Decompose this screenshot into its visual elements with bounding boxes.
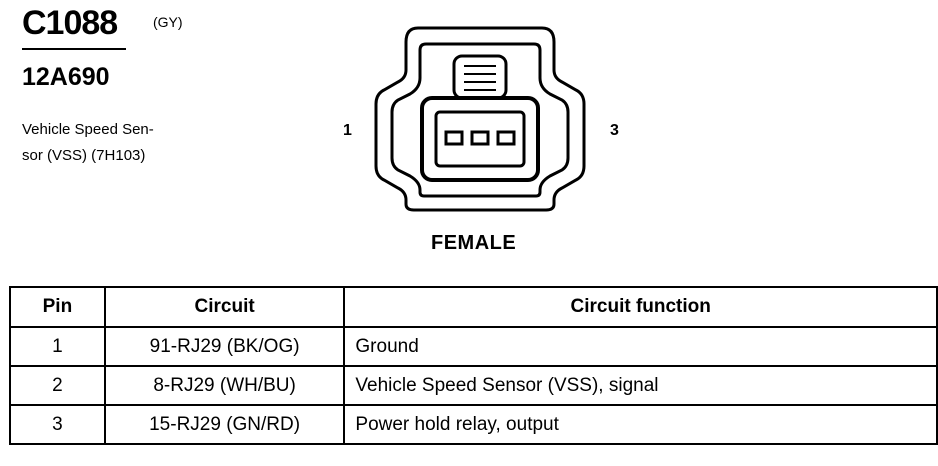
cell-pin: 1 bbox=[9, 326, 106, 367]
cell-circuit: 91-RJ29 (BK/OG) bbox=[103, 326, 346, 367]
connector-housing-outer bbox=[374, 26, 586, 212]
pin-3-terminal bbox=[496, 130, 516, 146]
pinout-table: Pin Circuit Circuit function 1 91-RJ29 (… bbox=[9, 286, 938, 445]
cell-pin: 3 bbox=[9, 404, 106, 445]
connector-housing-inner bbox=[390, 42, 570, 198]
terminal-cavity-inner bbox=[434, 110, 526, 168]
terminal-cavity-outer bbox=[420, 96, 540, 182]
connector-gender-label: FEMALE bbox=[431, 232, 517, 254]
pin-label-right: 3 bbox=[610, 122, 619, 139]
connector-latch bbox=[452, 54, 508, 100]
pin-1-terminal bbox=[444, 130, 464, 146]
part-number: 12A690 bbox=[22, 63, 110, 91]
connector-color-code: (GY) bbox=[153, 14, 183, 30]
table-row: 1 91-RJ29 (BK/OG) Ground bbox=[9, 326, 938, 367]
pin-2-terminal bbox=[470, 130, 490, 146]
header-circuit: Circuit bbox=[103, 286, 346, 328]
header-circuit-function: Circuit function bbox=[343, 286, 938, 328]
connector-id: C1088 bbox=[22, 4, 118, 42]
header-pin: Pin bbox=[9, 286, 106, 328]
pin-label-left: 1 bbox=[343, 122, 352, 139]
cell-function: Vehicle Speed Sensor (VSS), signal bbox=[343, 365, 938, 406]
table-row: 2 8-RJ29 (WH/BU) Vehicle Speed Sensor (V… bbox=[9, 365, 938, 406]
cell-circuit: 8-RJ29 (WH/BU) bbox=[103, 365, 346, 406]
table-row: 3 15-RJ29 (GN/RD) Power hold relay, outp… bbox=[9, 404, 938, 445]
title-underline bbox=[22, 48, 126, 50]
table-header-row: Pin Circuit Circuit function bbox=[9, 286, 938, 328]
cell-pin: 2 bbox=[9, 365, 106, 406]
connector-face-diagram bbox=[374, 26, 586, 212]
cell-function: Ground bbox=[343, 326, 938, 367]
cell-function: Power hold relay, output bbox=[343, 404, 938, 445]
cell-circuit: 15-RJ29 (GN/RD) bbox=[103, 404, 346, 445]
connector-description-line-1: Vehicle Speed Sen- bbox=[22, 121, 154, 138]
connector-description-line-2: sor (VSS) (7H103) bbox=[22, 147, 146, 164]
